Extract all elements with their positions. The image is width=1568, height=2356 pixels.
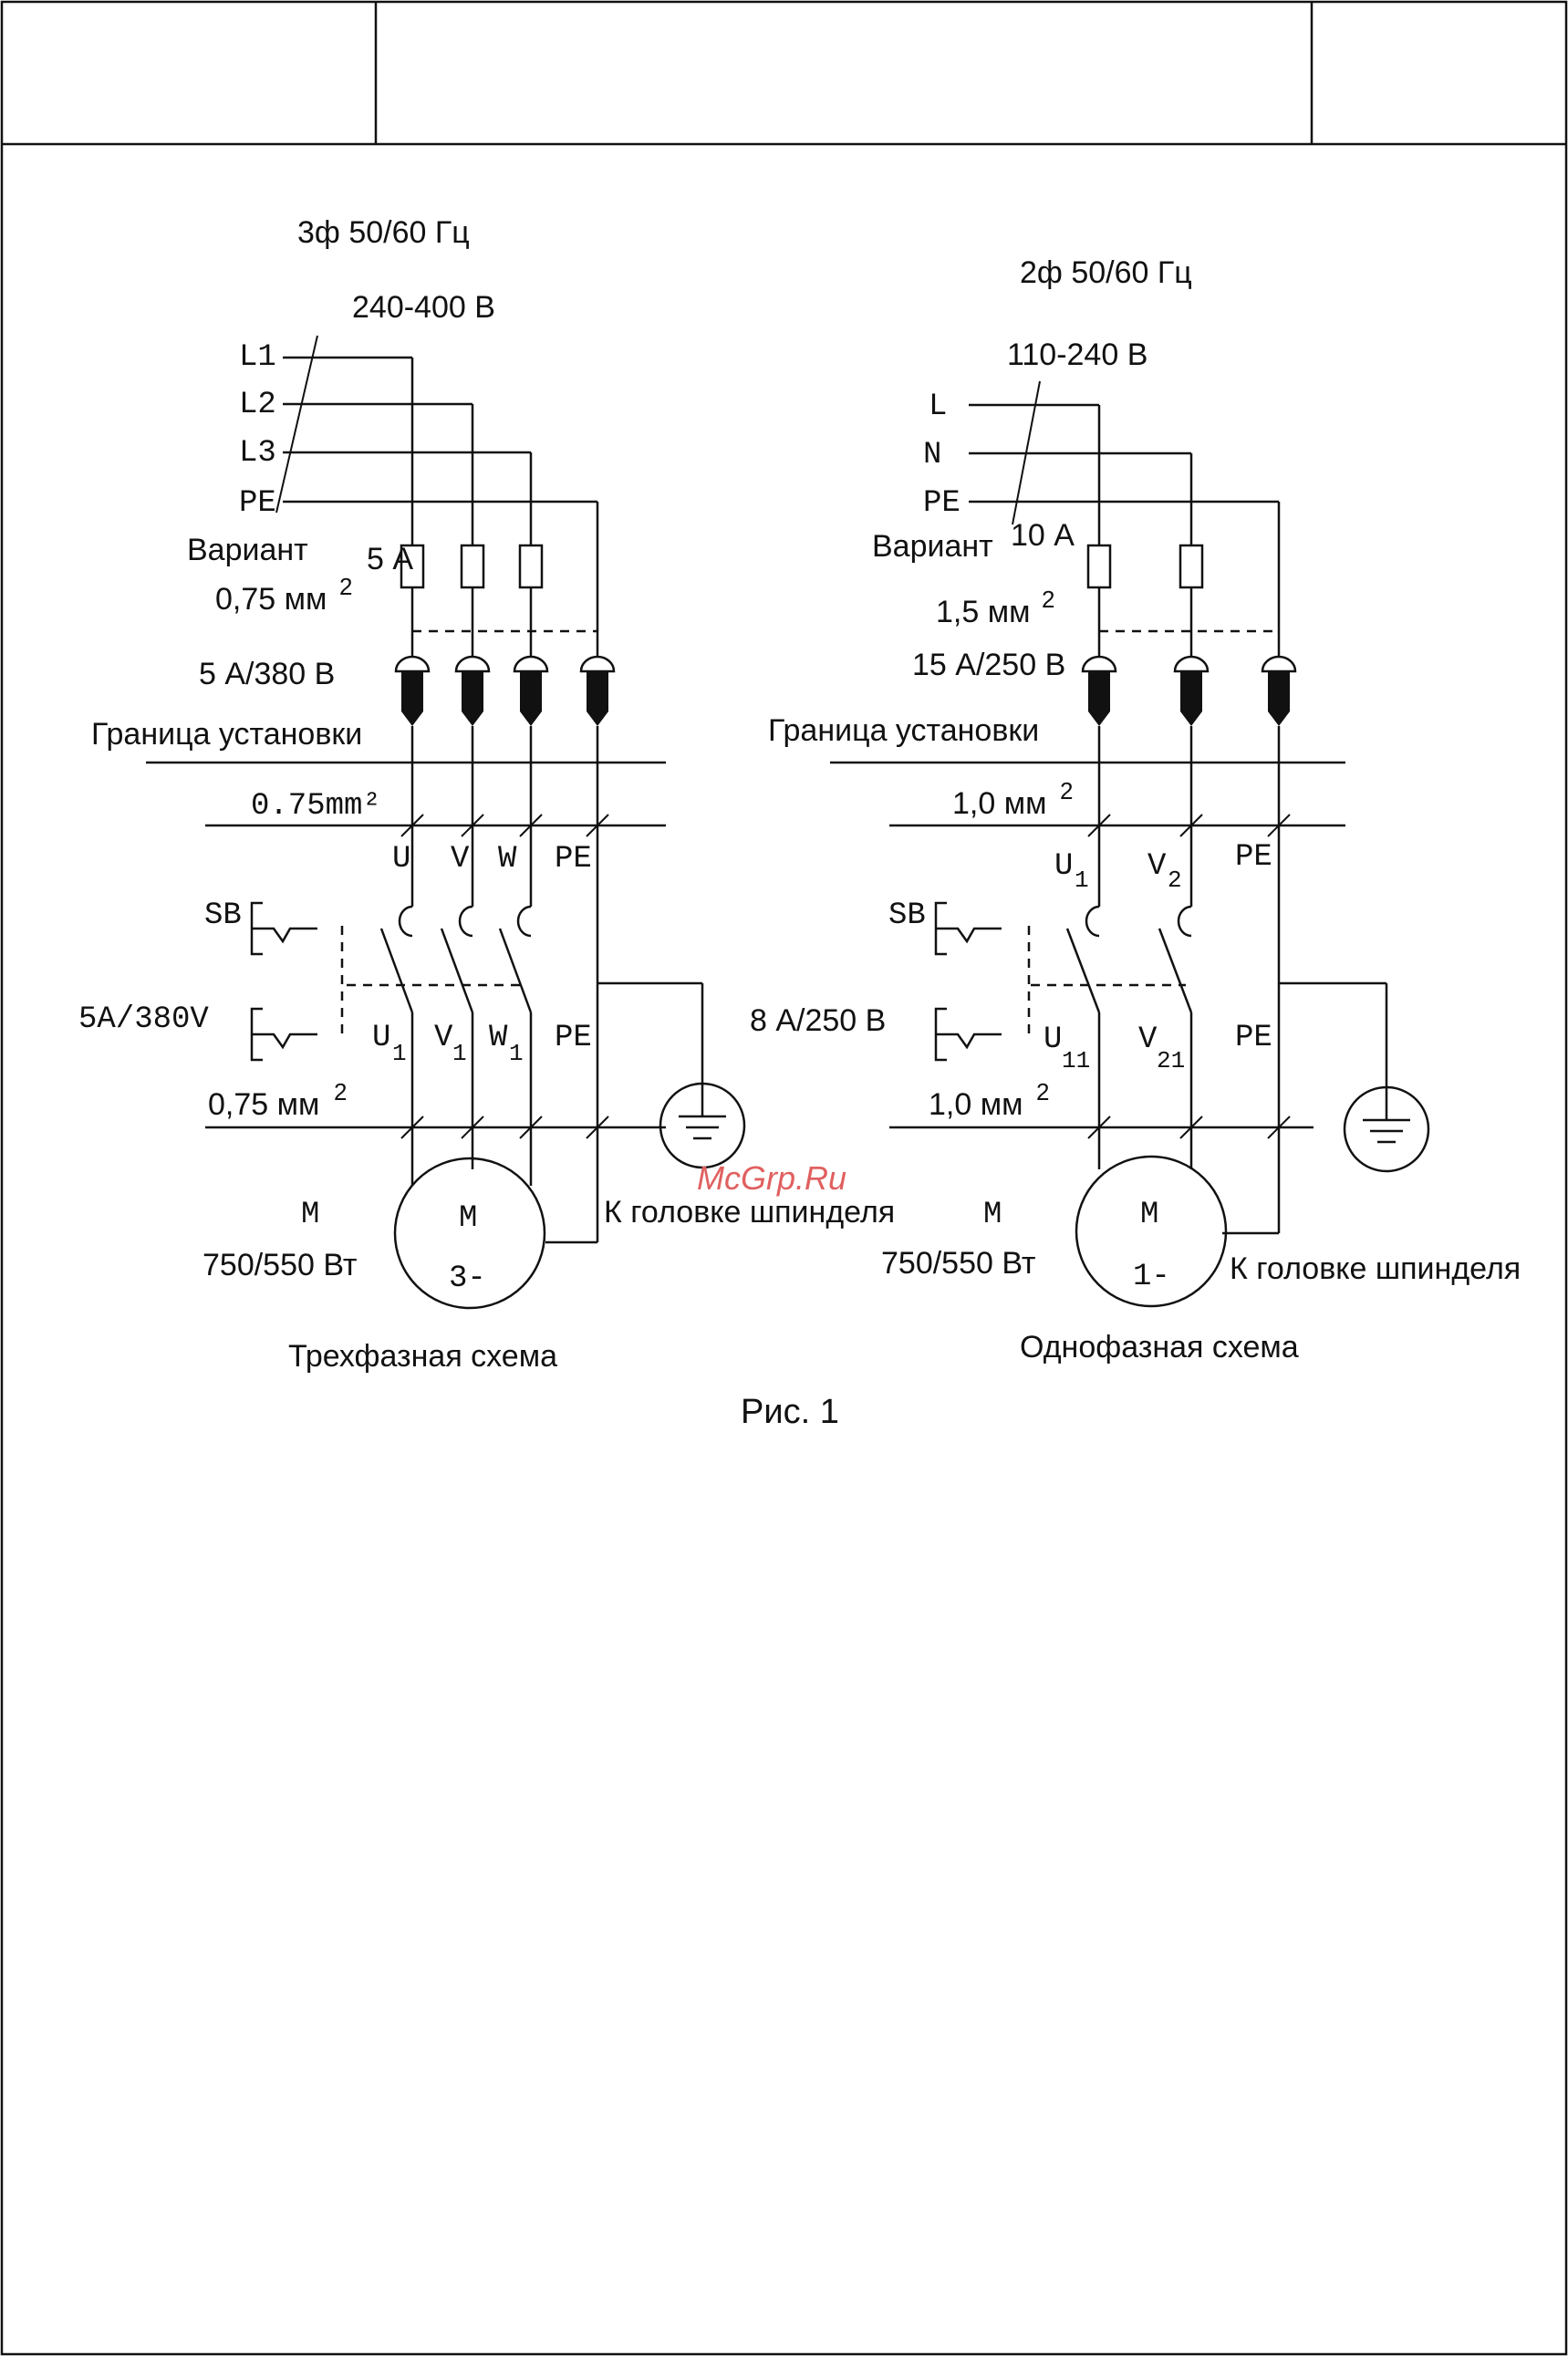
svg-text:2: 2 — [1036, 1078, 1049, 1105]
ground-icon — [1343, 1085, 1430, 1173]
out-terminal-pe: PE — [1235, 1021, 1272, 1055]
spindle-label: К головке шпинделя — [604, 1195, 895, 1230]
three-phase-supply: 3ф 50/60 Гц — [297, 215, 470, 250]
motor-icon — [393, 1157, 546, 1310]
installation-boundary: Граница установки — [91, 717, 362, 752]
variant-label: Вариант — [872, 529, 993, 564]
fuse-l3 — [518, 544, 544, 589]
motor-power: 750/550 Вт — [881, 1246, 1035, 1281]
cable-bottom-size: 0,75 мм — [208, 1087, 319, 1122]
out-terminal-pe: PE — [555, 1021, 592, 1055]
terminal-v: V — [451, 842, 470, 877]
motor-symbol: M — [1140, 1198, 1158, 1232]
wire-size-sup: 2 — [339, 573, 352, 600]
out-terminal-w: W — [489, 1021, 508, 1055]
fuse-rating: 10 А — [1011, 518, 1075, 553]
switch-contacts — [340, 905, 533, 1131]
switch-label: SB — [204, 898, 242, 933]
svg-text:1: 1 — [452, 1040, 467, 1067]
line-label-l3: L3 — [239, 436, 276, 471]
terminal-v: V — [1147, 849, 1167, 884]
cable-bottom-size: 1,0 мм — [929, 1087, 1023, 1122]
fuse-l — [1086, 544, 1112, 589]
voltage-leader-line — [275, 335, 318, 514]
svg-text:1: 1 — [509, 1040, 524, 1067]
svg-text:1: 1 — [1075, 867, 1089, 894]
stop-button-symbol — [934, 1007, 1002, 1062]
fuse-n — [1179, 544, 1204, 589]
wire-size: 1,5 мм — [936, 595, 1030, 629]
motor-icon — [1075, 1155, 1228, 1308]
switch-rating: 5A/380V — [78, 1002, 209, 1037]
figure-caption: Рис. 1 — [741, 1393, 839, 1431]
out-terminal-v: V — [434, 1021, 453, 1055]
svg-text:2: 2 — [1060, 777, 1073, 804]
plug-rating: 5 А/380 В — [199, 657, 335, 691]
svg-text:1: 1 — [392, 1040, 407, 1067]
switch-rating: 8 А/250 В — [750, 1003, 886, 1038]
line-label-pe: PE — [923, 486, 961, 521]
out-terminal-u: U — [372, 1021, 390, 1055]
out-terminal-u: U — [1044, 1022, 1062, 1057]
motor-symbol: M — [459, 1201, 477, 1236]
plug-connectors — [394, 655, 616, 726]
motor-power: 750/550 Вт — [202, 1248, 357, 1282]
three-phase-voltage: 240-400 В — [352, 290, 495, 325]
stop-button-symbol — [250, 1007, 317, 1062]
svg-text:2: 2 — [334, 1078, 347, 1105]
watermark: McGrp.Ru — [697, 1159, 846, 1197]
single-phase-schematic: 2ф 50/60 Гц 110-240 В L N PE Вариант 10 … — [750, 255, 1521, 1365]
svg-text:11: 11 — [1062, 1047, 1090, 1074]
switch-label: SB — [888, 898, 926, 933]
three-phase-caption: Трехфазная схема — [288, 1339, 557, 1374]
spindle-label: К головке шпинделя — [1230, 1251, 1521, 1286]
line-label-n: N — [923, 438, 941, 472]
fuse-l2 — [460, 544, 485, 589]
svg-text:2: 2 — [1042, 586, 1054, 613]
cable-top-size: 0.75mm² — [251, 789, 381, 824]
motor-letter: M — [983, 1198, 1002, 1232]
terminal-w: W — [498, 842, 517, 877]
cable-top-size: 1,0 мм — [952, 786, 1046, 821]
motor-phase: 1- — [1133, 1260, 1170, 1294]
single-phase-voltage: 110-240 В — [1007, 337, 1147, 372]
installation-boundary: Граница установки — [768, 713, 1039, 748]
switch-contacts — [1027, 905, 1193, 1131]
out-terminal-v: V — [1138, 1022, 1158, 1057]
ground-icon — [659, 1082, 746, 1169]
motor-phase: 3- — [449, 1261, 486, 1296]
fuse-rating: 5 А — [367, 542, 413, 576]
wire-size: 0,75 мм — [215, 582, 327, 617]
single-phase-caption: Однофазная схема — [1020, 1330, 1299, 1365]
line-label-l2: L2 — [239, 388, 276, 422]
svg-text:2: 2 — [1168, 867, 1182, 894]
variant-label: Вариант — [187, 533, 308, 567]
terminal-u: U — [1054, 849, 1073, 884]
terminal-u: U — [392, 842, 410, 877]
motor-letter: M — [301, 1198, 319, 1232]
start-button-symbol — [250, 901, 317, 956]
line-label-l1: L1 — [239, 340, 276, 375]
plug-rating: 15 А/250 В — [912, 648, 1065, 682]
single-phase-supply: 2ф 50/60 Гц — [1020, 255, 1192, 290]
plug-connectors — [1081, 655, 1297, 726]
line-label-l: L — [929, 389, 947, 424]
terminal-pe: PE — [555, 842, 592, 877]
terminal-pe: PE — [1235, 840, 1272, 875]
three-phase-schematic: 3ф 50/60 Гц 240-400 В L1 L2 L3 PE Вариан… — [78, 215, 895, 1374]
start-button-symbol — [934, 901, 1002, 956]
line-label-pe: PE — [239, 486, 276, 521]
svg-text:21: 21 — [1157, 1047, 1185, 1074]
